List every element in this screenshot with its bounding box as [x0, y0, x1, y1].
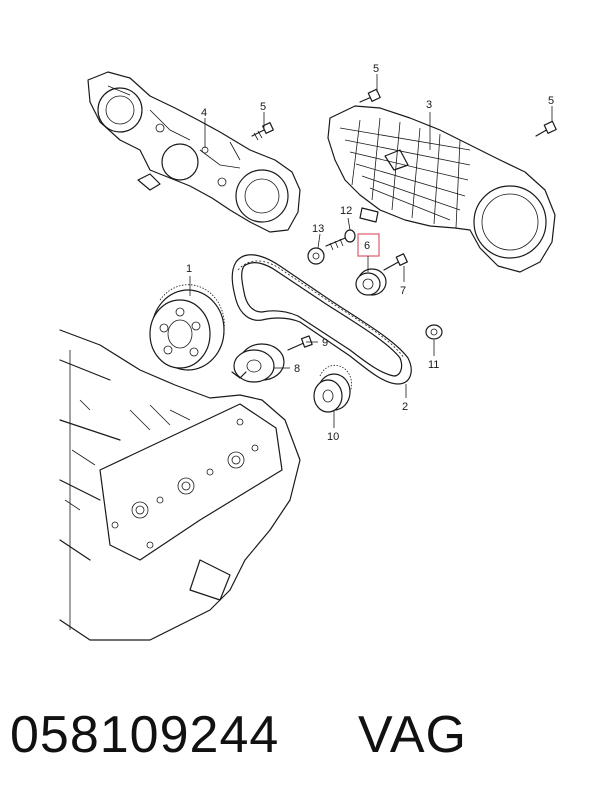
bolt-12	[325, 229, 356, 251]
engine-block	[59, 329, 301, 641]
bolt-9	[287, 335, 313, 351]
rear-timing-cover	[87, 71, 301, 233]
callout-labels: 1 2 3 4 5 5 5 6 7 8 9 10 11 12 13	[186, 63, 554, 443]
callout-10: 10	[327, 431, 339, 443]
callout-5-left: 5	[260, 101, 266, 113]
callout-13: 13	[312, 223, 324, 235]
callout-6: 6	[364, 240, 370, 252]
idler-pulley	[355, 268, 387, 296]
part-number: 058109244	[10, 706, 280, 764]
bolt-5-left	[251, 122, 274, 141]
callout-9: 9	[322, 337, 328, 349]
callout-8: 8	[294, 363, 300, 375]
callout-5-top: 5	[373, 63, 379, 75]
callout-11: 11	[428, 359, 439, 371]
outer-timing-cover	[327, 105, 556, 273]
highlight-box-6	[357, 233, 380, 257]
footer: 058109244 VAG	[10, 705, 590, 785]
callout-3: 3	[426, 99, 432, 111]
leader-lines	[189, 74, 553, 428]
callout-2: 2	[402, 401, 408, 413]
bolt-7	[383, 253, 408, 271]
bolt-5-right	[535, 120, 557, 137]
timing-belt	[231, 254, 412, 385]
camshaft-sprocket	[149, 284, 225, 371]
callout-5-right: 5	[548, 95, 554, 107]
timing-belt-exploded-diagram: 1 2 3 4 5 5 5 6 7 8 9 10 11 12 13	[59, 63, 557, 641]
washer-13	[307, 247, 325, 265]
nut-11	[425, 324, 443, 340]
tensioner	[231, 343, 285, 383]
callout-12: 12	[340, 205, 352, 217]
callout-4: 4	[201, 107, 207, 119]
crankshaft-sprocket	[313, 364, 352, 413]
callout-7: 7	[400, 285, 406, 297]
brand-name: VAG	[358, 706, 467, 764]
callout-1: 1	[186, 263, 192, 275]
bolt-5-top	[359, 88, 381, 103]
